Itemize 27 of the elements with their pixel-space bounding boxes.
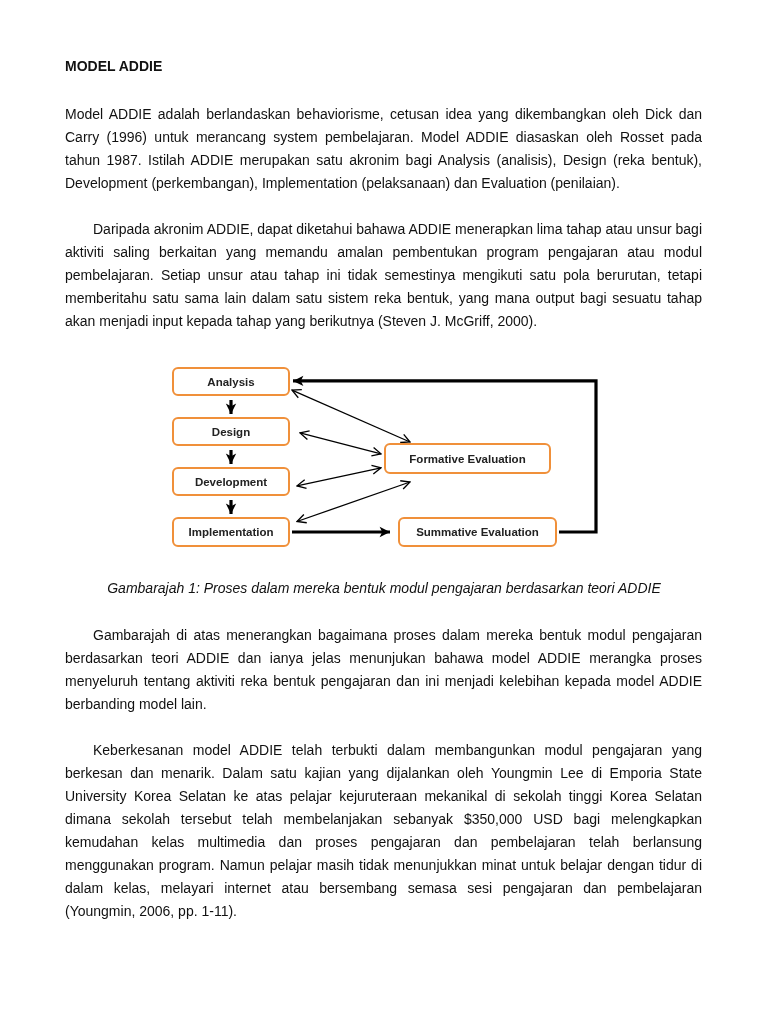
paragraph: Daripada akronim ADDIE, dapat diketahui bahawa ADDIE menerapkan lima tahap atau unsur bagi aktiviti saling berkaitan yang memandu amalan pembentukan program pengajaran atau modul pembelajaran. Setiap unsur atau tahap ini tidak semestinya mengikuti satu pola berurutan, tetapi memberitahu satu sama lain dalam satu sistem reka bentuk, yang mana output bagi sesuatu tahap akan menjadi input kepada tahap yang berikutnya (Steven J. McGriff, 2000). — [65, 220, 702, 331]
process-box — [172, 417, 290, 446]
arrow — [291, 389, 411, 444]
process-box — [172, 367, 290, 396]
arrow — [225, 400, 237, 414]
box-label: Summative Evaluation — [416, 526, 539, 538]
paragraph: Model ADDIE adalah berlandaskan behaviorisme, cetusan idea yang dikembangkan oleh Dick dan Carry (1996) untuk merancang system pembelajaran. Model ADDIE diasaskan oleh Rosset pada tahun 1987. Istilah ADDIE merupakan satu akronim bagi Analysis (analisis), Design (reka bentuk), Development (perkembangan), Implementation (pelaksanaan) dan Evaluation (penilaian). — [65, 105, 702, 193]
arrow — [299, 430, 382, 457]
box-label: Formative Evaluation — [409, 452, 526, 465]
box-label: Design — [211, 425, 251, 438]
arrow — [296, 480, 411, 524]
box-label: Development — [194, 475, 268, 488]
heading: MODEL ADDIE — [65, 58, 163, 74]
arrow — [296, 464, 382, 489]
arrow — [225, 450, 237, 464]
paragraph: Keberkesanan model ADDIE telah terbukti dalam membangunkan modul pengajaran yang berkesan dan menarik. Dalam satu kajian yang dijalankan oleh Youngmin Lee di Emporia State University Korea Selatan ke atas pelajar kejuruteraan mekanikal di sekolah tinggi Korea Selatan dimana sekolah tersebut telah membelanjakan sebanyak $350,000 USD bagi melengkapkan kemudahan kelas multimedia dan proses pengajaran dan pembelajaran telah berlansung menggunakan program. Namun pelajar masih tidak menunjukkan minat untuk belajar dengan tidur di dalam kelas, melayari internet atau bersembang semasa sesi pengajaran dan pembelajaran (Youngmin, 2006, pp. 1-11). — [65, 741, 702, 921]
arrow — [225, 500, 237, 514]
process-box — [172, 467, 290, 496]
process-box — [172, 517, 290, 547]
box-label: Implementation — [188, 526, 274, 538]
box-label: Analysis — [207, 375, 255, 388]
process-box — [398, 517, 557, 547]
figure-caption: Gambarajah 1: Proses dalam mereka bentuk modul pengajaran berdasarkan teori ADDIE — [106, 580, 662, 596]
paragraph: Gambarajah di atas menerangkan bagaimana proses dalam mereka bentuk modul pengajaran berdasarkan teori ADDIE dan ianya jelas menunjukan bahawa model ADDIE merangka proses menyeluruh tentang aktiviti reka bentuk pengajaran dan ini menjadi kelebihan kepada model ADDIE berbanding model lain. — [65, 626, 702, 714]
arrow — [293, 375, 598, 534]
arrow — [292, 526, 390, 538]
process-box — [384, 443, 551, 474]
